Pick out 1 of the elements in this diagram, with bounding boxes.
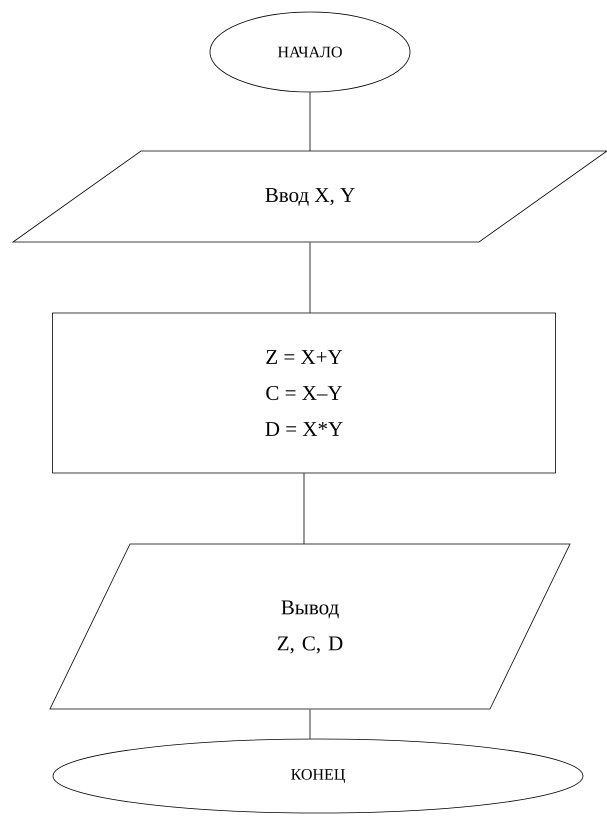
process-box: Z = X+Y C = X–Y D = X*Y <box>52 312 556 474</box>
